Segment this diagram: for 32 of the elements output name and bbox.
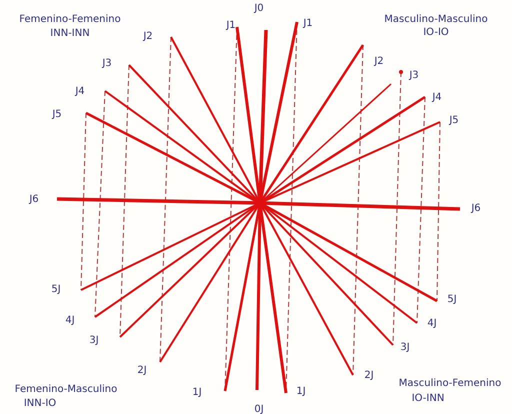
text-label: 4J (65, 315, 75, 327)
text-label: 3J (89, 335, 99, 347)
text-label: J6 (471, 203, 481, 215)
text-label: 2J (137, 365, 147, 377)
text-label: 5J (447, 294, 457, 306)
text-label: 3J (400, 342, 410, 354)
text-label: J3 (102, 58, 112, 70)
text-label: 1J (296, 386, 306, 398)
text-label: J4 (432, 92, 442, 104)
text-label: Femenino-Masculino (14, 384, 118, 396)
text-label: J5 (52, 109, 62, 121)
text-label: INN-INN (50, 28, 90, 40)
text-label: 2J (364, 370, 374, 382)
text-label: J2 (374, 56, 384, 68)
text-label: J4 (75, 86, 85, 98)
text-label: J3 (409, 70, 419, 82)
text-label: Femenino-Femenino (19, 14, 121, 26)
text-label: 1J (192, 387, 202, 399)
text-label: Masculino-Femenino (398, 378, 502, 390)
text-label: 5J (51, 284, 61, 296)
text-label: 4J (427, 318, 437, 330)
text-label: J1 (226, 20, 236, 32)
text-label: INN-IO (24, 398, 56, 410)
text-label: IO-IO (423, 27, 449, 39)
text-label: J6 (29, 194, 39, 206)
text-label: J5 (449, 115, 459, 127)
text-label: 0J (254, 404, 264, 414)
text-label: Masculino-Masculino (384, 14, 488, 26)
text-label: J0 (254, 3, 264, 15)
text-label: J1 (303, 18, 313, 30)
text-label: IO-INN (412, 393, 444, 405)
text-label: J2 (143, 31, 153, 43)
